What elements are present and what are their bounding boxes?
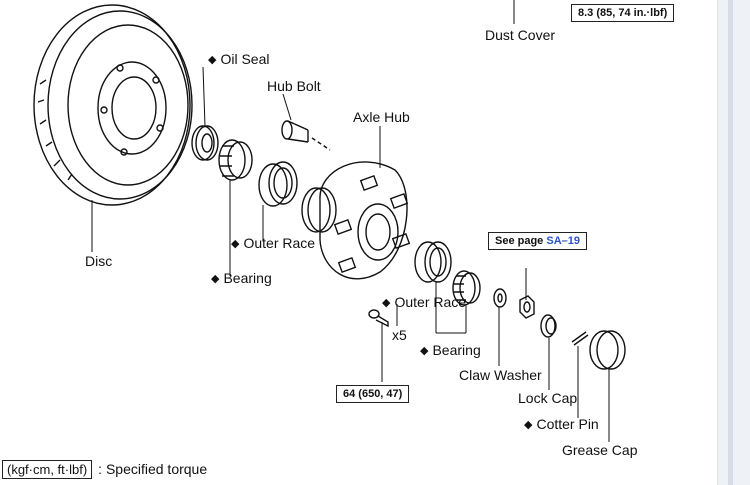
outer-race-left (258, 161, 298, 207)
outer-race-right-text: Outer Race (394, 294, 467, 310)
scroll-track[interactable] (728, 0, 733, 485)
legend-units-box: (kgf·cm, ft·lbf) (2, 460, 93, 479)
oil-seal-label: ◆Oil Seal (208, 51, 270, 69)
outer-race-right (414, 241, 452, 283)
oil-seal-text: Oil Seal (220, 51, 270, 67)
bearing-left-label: ◆Bearing (211, 270, 272, 288)
see-page-prefix: See page (495, 235, 544, 247)
leader-lines (91, 0, 610, 442)
axle-hub-label: Axle Hub (353, 109, 410, 125)
non-reusable-mark: ◆ (382, 297, 391, 309)
bearing-right-label: ◆Bearing (420, 342, 481, 360)
non-reusable-mark: ◆ (208, 54, 217, 66)
dust-cover-label: Dust Cover (485, 27, 556, 43)
bearing-right-text: Bearing (432, 342, 481, 358)
legend-description: : Specified torque (98, 461, 208, 477)
non-reusable-mark: ◆ (211, 273, 220, 285)
non-reusable-mark: ◆ (420, 345, 429, 357)
bearing-left (218, 139, 253, 181)
lock-cap (540, 314, 557, 338)
bearing-right (452, 270, 481, 306)
grease-cap-label: Grease Cap (562, 442, 638, 458)
non-reusable-mark: ◆ (524, 419, 533, 431)
bolt-quantity: x5 (392, 327, 407, 343)
cotter-pin-label: ◆Cotter Pin (524, 416, 599, 434)
lock-cap-label: Lock Cap (518, 390, 578, 406)
cotter-pin-text: Cotter Pin (536, 416, 599, 432)
oil-seal (191, 125, 219, 161)
nut (519, 295, 535, 319)
torque-spec-bottom: 64 (650, 47) (336, 385, 410, 403)
hub-bolt-label: Hub Bolt (267, 78, 321, 94)
bearing-left-text: Bearing (223, 270, 272, 286)
outer-race-right-label: ◆Outer Race (382, 294, 466, 312)
outer-race-left-label: ◆Outer Race (231, 235, 315, 253)
axle-hub (301, 161, 411, 280)
grease-cap (589, 330, 626, 370)
hub-bolt (281, 120, 331, 151)
see-page-reference[interactable]: See page SA–19 (488, 232, 588, 250)
outer-race-left-text: Outer Race (243, 235, 316, 251)
torque-legend: (kgf·cm, ft·lbf) : Specified torque (2, 460, 208, 479)
non-reusable-mark: ◆ (231, 238, 240, 250)
claw-washer-label: Claw Washer (459, 367, 542, 383)
hub-mount-bolt (368, 309, 389, 328)
claw-washer (493, 288, 507, 308)
torque-spec-top: 8.3 (85, 74 in.·lbf) (571, 4, 675, 22)
disc-label: Disc (85, 253, 113, 269)
cotter-pin (571, 331, 589, 346)
disc-rotor (33, 4, 193, 206)
see-page-link[interactable]: SA–19 (546, 235, 581, 247)
side-scroll-strip[interactable] (717, 0, 750, 485)
